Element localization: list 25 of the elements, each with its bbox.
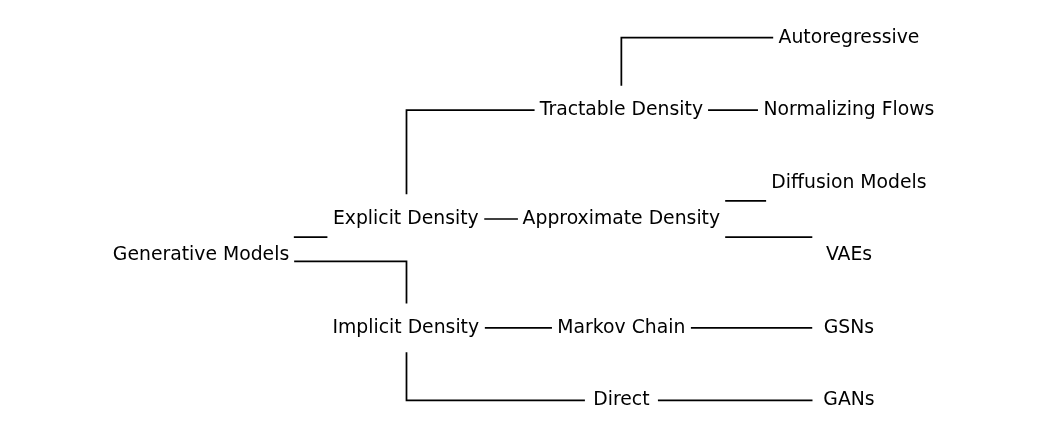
node-text: VAEs (825, 243, 873, 265)
node-text: Direct (593, 388, 650, 410)
connector (405, 109, 536, 196)
connector (405, 351, 586, 402)
node-text: GSNs (823, 315, 875, 337)
node-text: Diffusion Models (771, 170, 927, 192)
connector (292, 236, 329, 238)
connector (724, 236, 814, 238)
connector (707, 109, 759, 112)
node-text: Tractable Density (539, 98, 704, 120)
node-text: Normalizing Flows (763, 98, 935, 120)
node-text: GANs (823, 388, 875, 410)
connector (483, 218, 519, 220)
connector (483, 326, 553, 329)
node-text: Implicit Density (332, 315, 480, 337)
node-text: Explicit Density (332, 206, 479, 228)
connector (293, 260, 408, 305)
node-text: Markov Chain (557, 315, 686, 337)
connector (620, 36, 775, 87)
connector (690, 326, 814, 329)
connector (657, 399, 814, 402)
connector (724, 200, 767, 202)
node-text: Approximate Density (522, 206, 721, 228)
node-text: Autoregressive (778, 25, 920, 47)
node-text: Generative Models (112, 243, 290, 265)
